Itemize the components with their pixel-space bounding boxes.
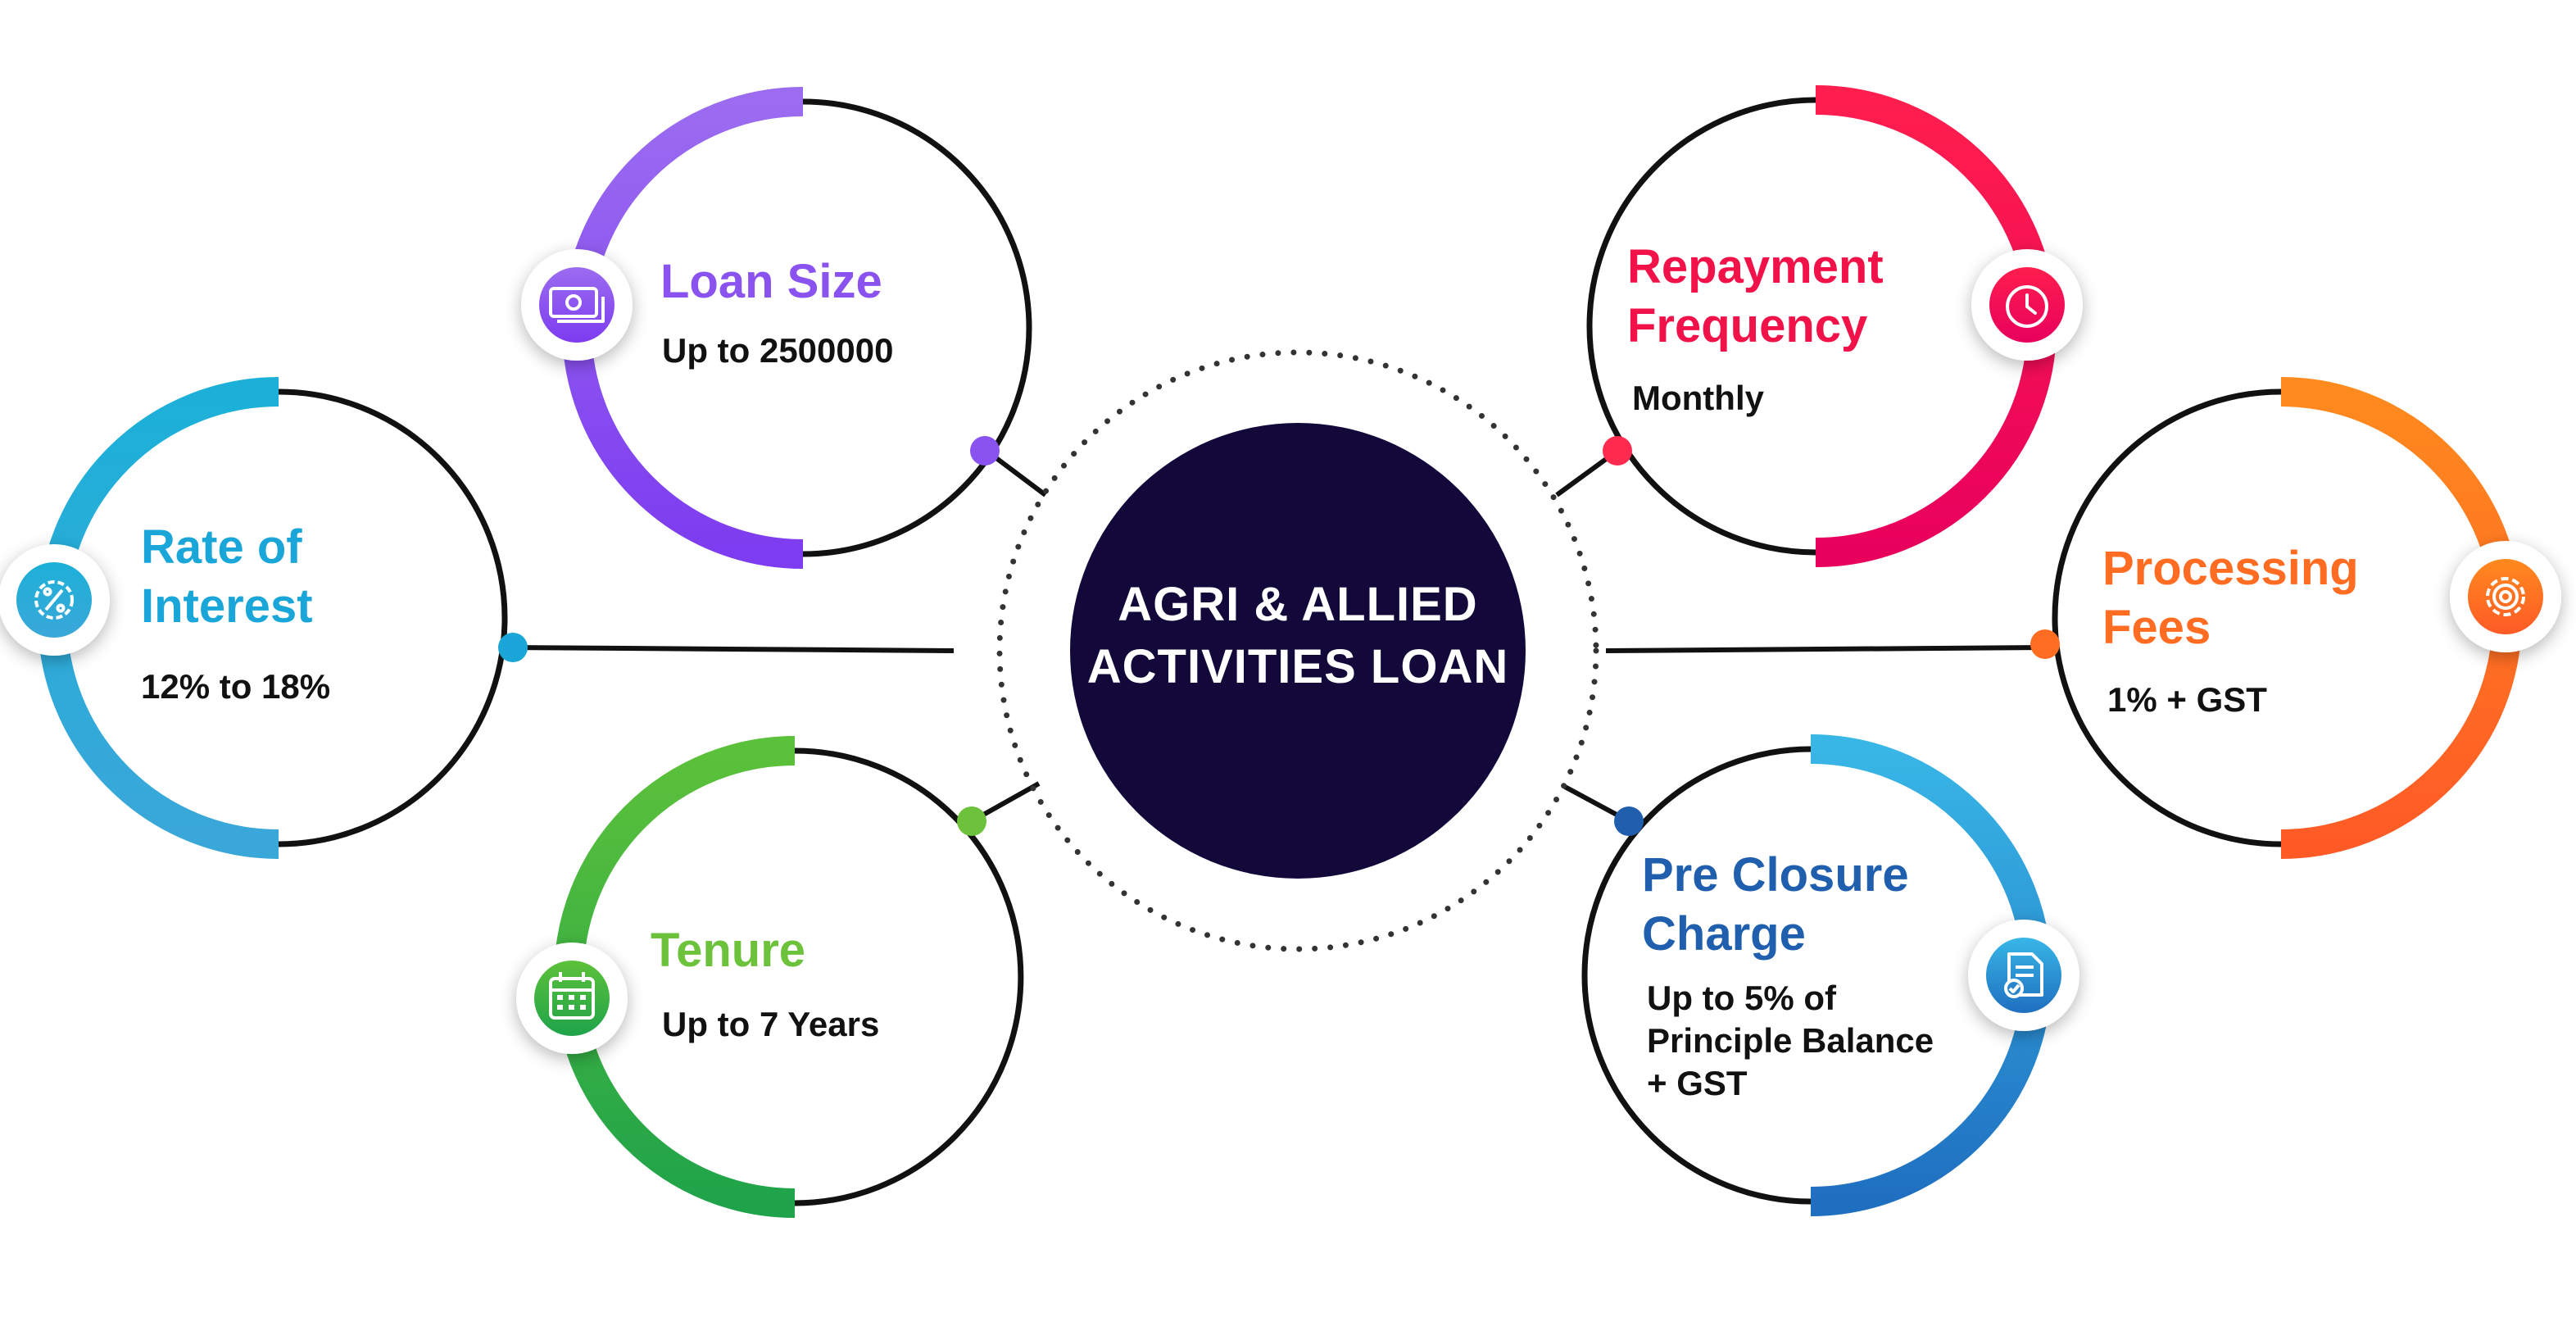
ring-loan-size — [802, 98, 1032, 557]
dot-tenure — [957, 806, 986, 836]
pre-title-line-2: Charge — [1642, 907, 1806, 961]
pre-title-line-1: Pre Closure — [1642, 848, 1909, 902]
fees-title-line-2: Fees — [2102, 601, 2211, 654]
ring-rate-of-interest — [278, 388, 508, 847]
feature-pre-closure-charge — [1581, 734, 2079, 1216]
processing-fees-title: Processing Fees — [2102, 539, 2359, 657]
clock-icon — [2006, 285, 2048, 328]
rate-title-line-2: Interest — [141, 579, 313, 633]
dot-pre-closure-charge — [1614, 806, 1644, 836]
tenure-title: Tenure — [651, 924, 806, 977]
pre-closure-charge-value: Up to 5% of Principle Balance + GST — [1647, 977, 1934, 1105]
percent-gear-icon — [34, 580, 74, 620]
hub-label: AGRI & ALLIED ACTIVITIES LOAN — [1052, 574, 1544, 698]
repay-title-line-2: Frequency — [1627, 299, 1868, 352]
badge-pre-closure-charge — [1968, 920, 2079, 1031]
hub-line-1: AGRI & ALLIED — [1118, 578, 1478, 631]
rate-of-interest-value: 12% to 18% — [141, 667, 331, 706]
ring-processing-fees — [2052, 388, 2282, 847]
badge-repayment-frequency — [1971, 249, 2083, 361]
fees-title-line-1: Processing — [2102, 542, 2359, 595]
gear-icon — [2486, 577, 2525, 616]
repayment-frequency-title: Repayment Frequency — [1627, 238, 1884, 356]
loan-size-value: Up to 2500000 — [662, 331, 894, 370]
feature-processing-fees — [2030, 377, 2561, 859]
repay-title-line-1: Repayment — [1627, 240, 1884, 293]
connector-fees — [1605, 645, 2046, 653]
dot-loan-size — [970, 436, 1000, 466]
feature-rate-of-interest — [0, 377, 528, 859]
pre-value-line-3: + GST — [1647, 1064, 1748, 1102]
ring-tenure — [794, 747, 1024, 1206]
dot-processing-fees — [2030, 629, 2060, 659]
money-icon — [549, 287, 605, 323]
ring-repayment-frequency — [1586, 97, 1816, 556]
ring-pre-closure-charge — [1581, 746, 1812, 1205]
hub-line-2: ACTIVITIES LOAN — [1086, 640, 1509, 693]
repayment-frequency-value: Monthly — [1632, 379, 1764, 417]
dot-rate-of-interest — [498, 633, 528, 662]
connector-rate — [512, 645, 955, 653]
badge-processing-fees — [2450, 541, 2561, 652]
tenure-value: Up to 7 Years — [662, 1005, 880, 1043]
loan-size-title: Loan Size — [660, 255, 882, 308]
badge-tenure — [516, 943, 628, 1054]
hub-dotted-ring — [996, 349, 1599, 952]
document-check-icon — [2004, 952, 2043, 998]
pre-closure-charge-title: Pre Closure Charge — [1642, 846, 1909, 964]
badge-rate-of-interest — [0, 544, 110, 656]
feature-repayment-frequency — [1586, 85, 2083, 567]
feature-tenure — [516, 736, 1024, 1218]
rate-of-interest-title: Rate of Interest — [141, 518, 313, 636]
badge-loan-size — [521, 249, 633, 361]
rate-title-line-1: Rate of — [141, 520, 302, 574]
pre-value-line-2: Principle Balance — [1647, 1021, 1934, 1060]
hub-core — [1070, 423, 1526, 879]
feature-loan-size — [521, 87, 1032, 569]
pre-value-line-1: Up to 5% of — [1647, 979, 1836, 1017]
calendar-icon — [549, 972, 595, 1020]
dot-repayment-frequency — [1603, 436, 1632, 466]
processing-fees-value: 1% + GST — [2107, 680, 2267, 719]
